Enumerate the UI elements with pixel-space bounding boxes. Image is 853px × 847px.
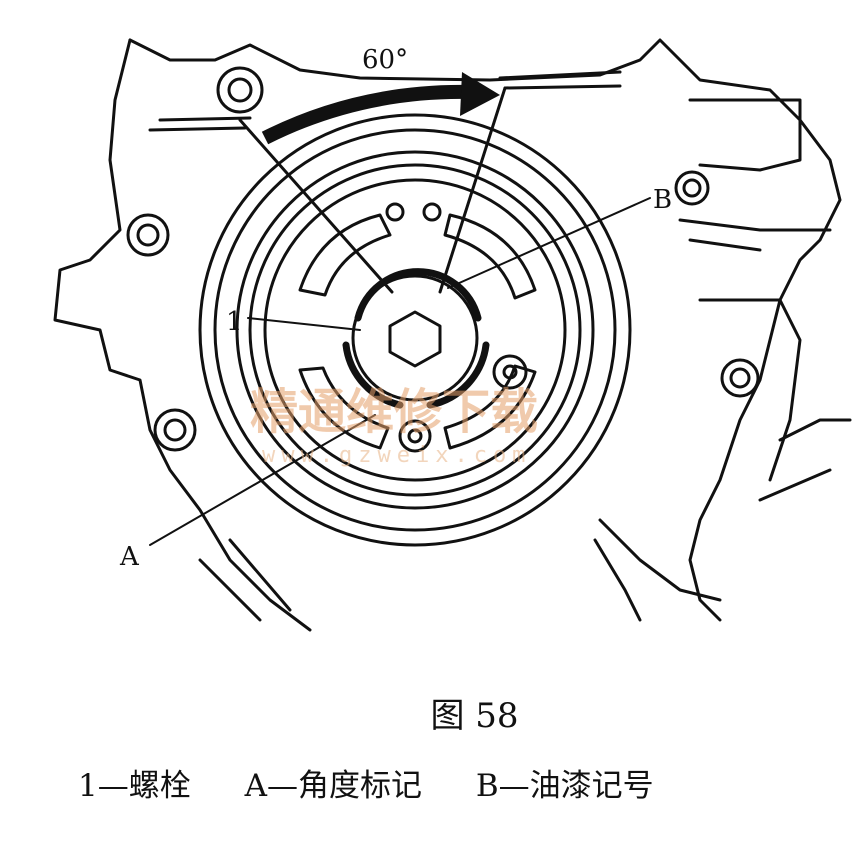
mount-boss bbox=[674, 170, 710, 206]
mount-boss bbox=[126, 213, 170, 257]
rotation-arrow bbox=[261, 84, 471, 145]
legend-item-paint-mark: B—油漆记号 bbox=[475, 768, 654, 804]
mount-boss bbox=[216, 66, 264, 114]
angle-label: 60° bbox=[362, 45, 408, 75]
label-b: B bbox=[653, 185, 672, 215]
arrow-head-icon bbox=[460, 72, 500, 116]
pulley-slot bbox=[298, 213, 392, 297]
reference-line bbox=[438, 86, 507, 294]
paint-arc bbox=[354, 268, 482, 322]
label-1: 1 bbox=[226, 307, 243, 337]
watermark-text: 精通维修下载 bbox=[250, 384, 538, 440]
pulley-hole bbox=[398, 419, 432, 453]
figure-caption-text: 图 58 bbox=[430, 696, 519, 736]
leader-line-b bbox=[447, 197, 651, 289]
leader-line-a bbox=[149, 414, 376, 546]
pulley-hub bbox=[351, 274, 479, 402]
mount-boss bbox=[153, 408, 197, 452]
bolt-hex-head bbox=[388, 310, 442, 368]
mount-boss bbox=[720, 358, 760, 398]
watermark-url: www.gzweix.com bbox=[262, 443, 531, 468]
housing-left-edge bbox=[53, 38, 312, 632]
pulley-slot bbox=[298, 366, 390, 450]
legend-item-angle-mark: A—角度标记 bbox=[244, 768, 422, 804]
label-a: A bbox=[119, 542, 140, 572]
housing-outline bbox=[128, 38, 842, 622]
pulley-diagram: 精通维修下载 www.gzweix.com 60° 1 A B bbox=[53, 38, 852, 632]
figure-legend: 1—螺栓 A—角度标记 B—油漆记号 bbox=[78, 760, 818, 805]
reference-line bbox=[238, 118, 394, 294]
pulley-slot bbox=[443, 213, 537, 300]
leader-line-1 bbox=[247, 317, 361, 331]
legend-item-bolt: 1—螺栓 bbox=[78, 768, 191, 804]
figure-caption: 图 58 bbox=[0, 688, 853, 737]
crankshaft-pulley bbox=[198, 113, 632, 547]
pulley-hole bbox=[492, 354, 528, 390]
